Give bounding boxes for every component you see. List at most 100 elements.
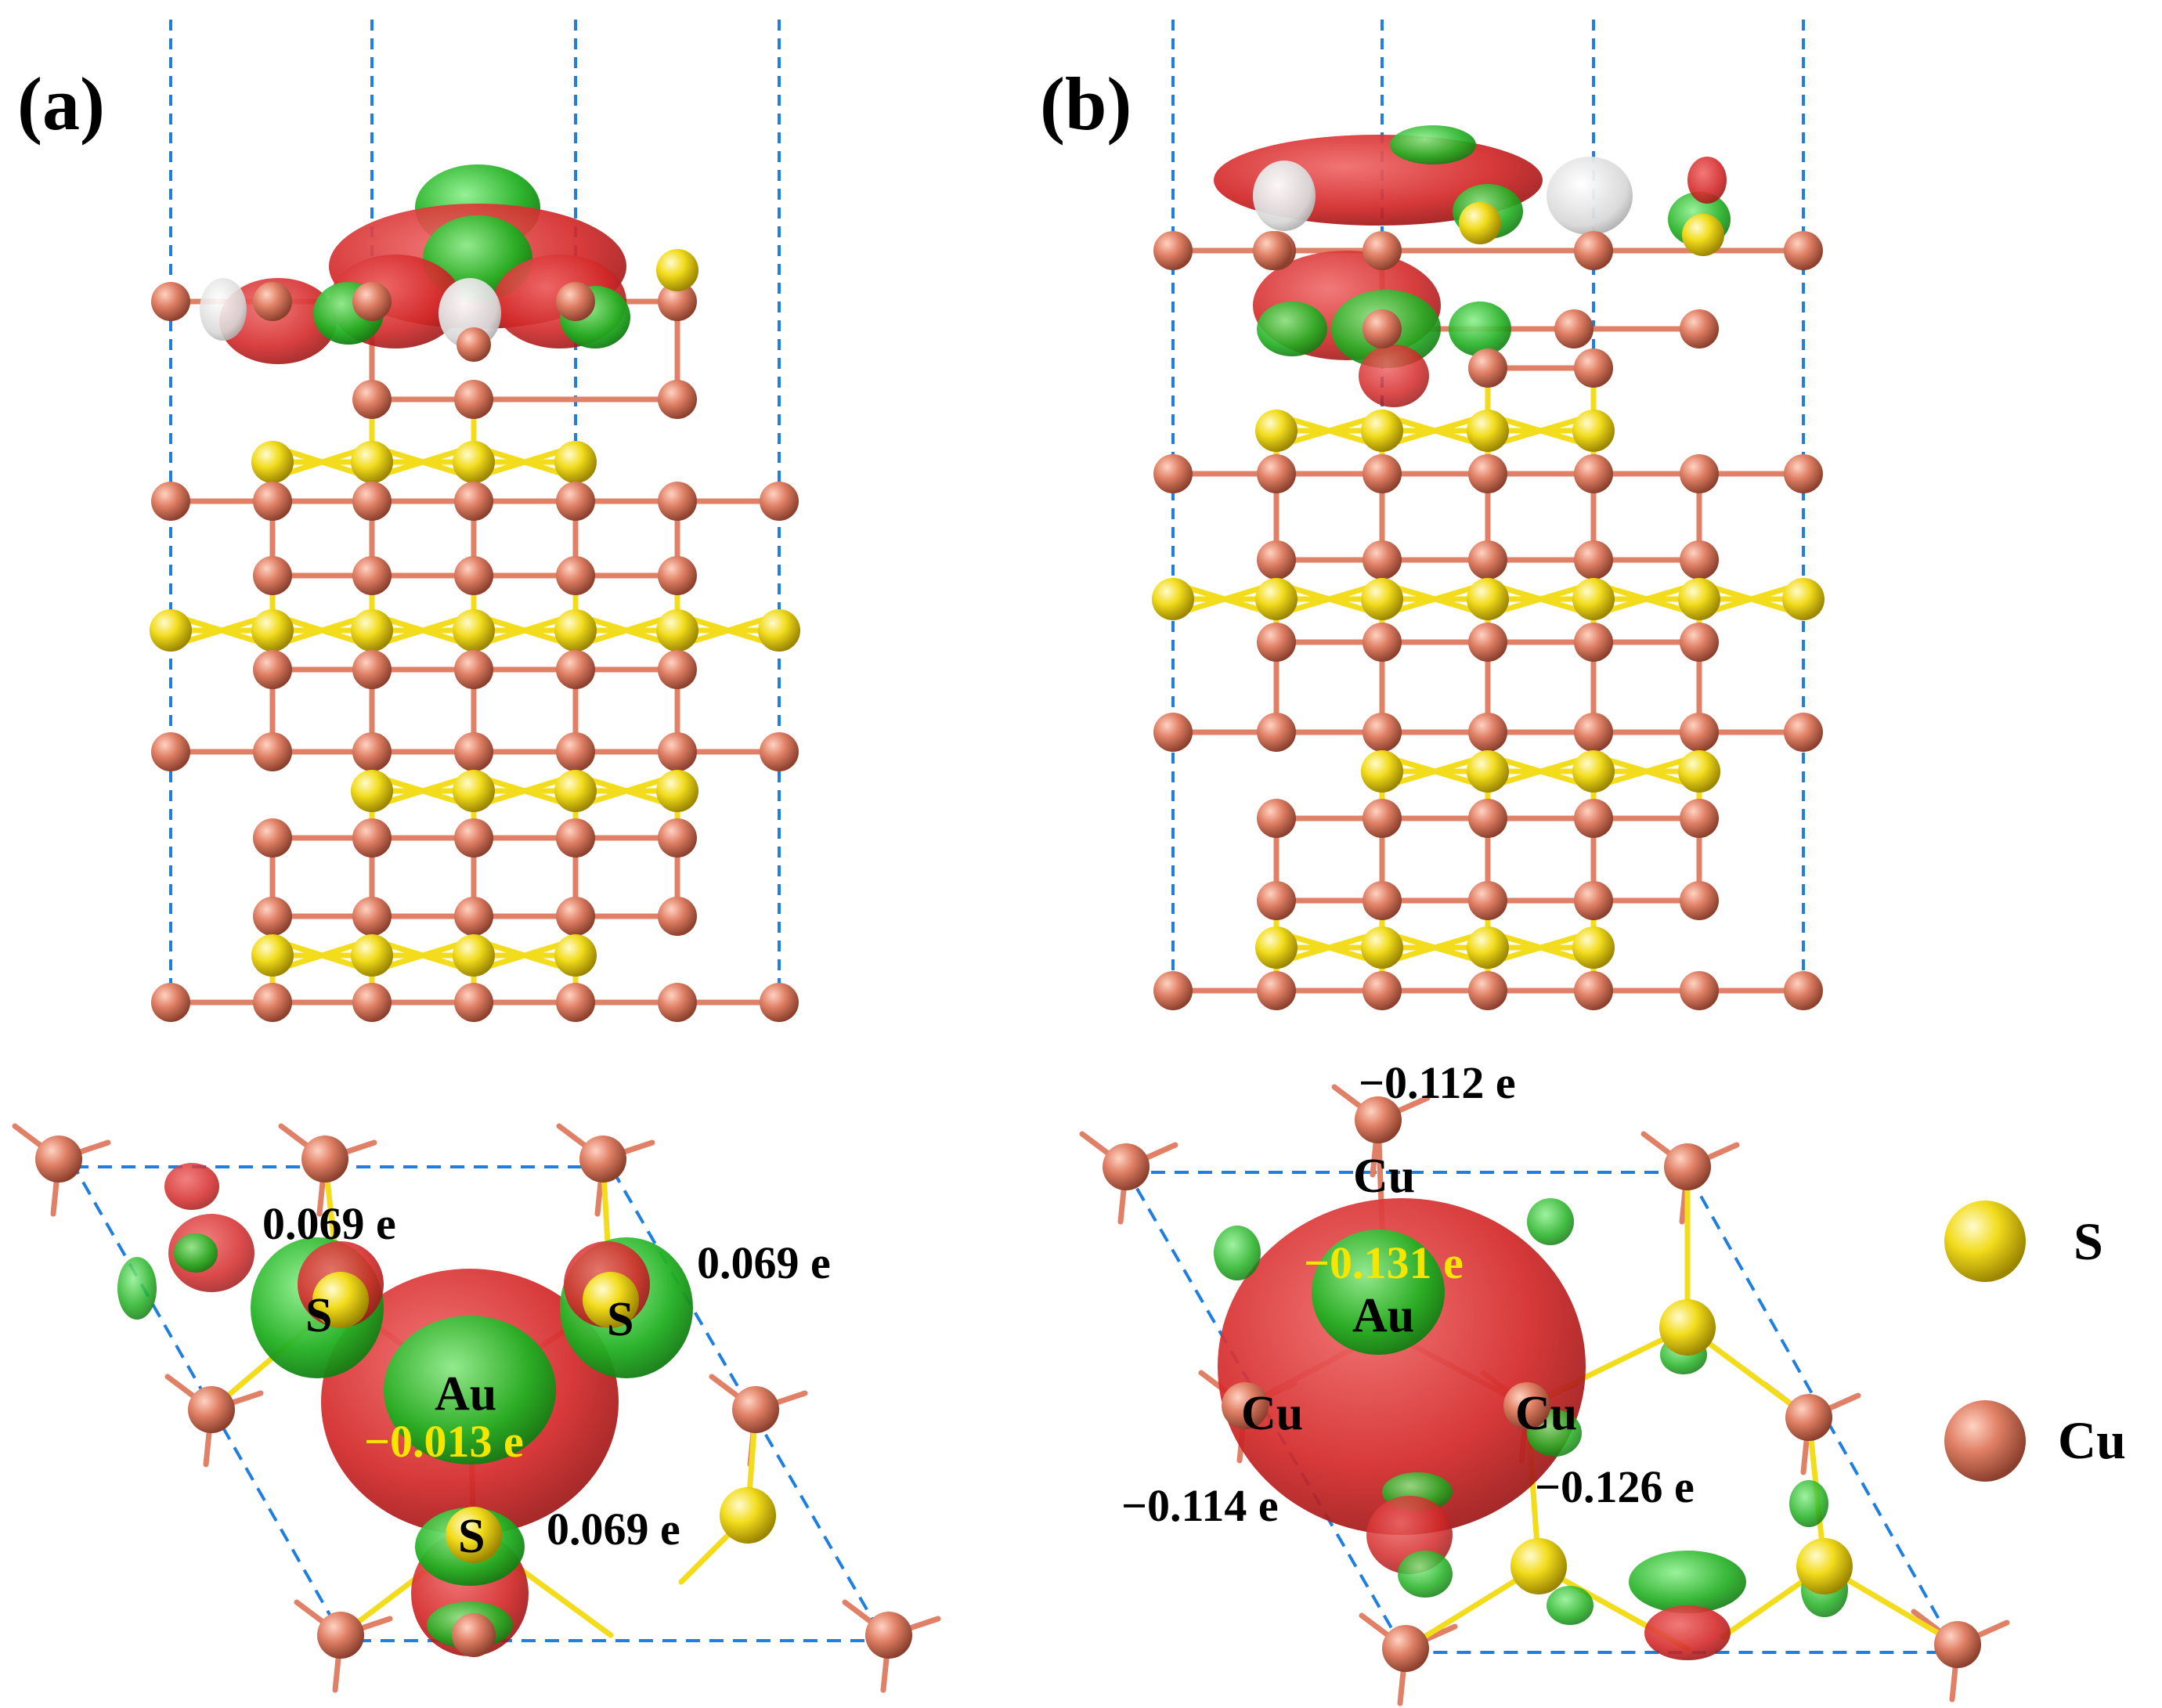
cu-atom — [1257, 623, 1296, 662]
s-atom — [1467, 410, 1509, 452]
cu-atom — [1363, 309, 1402, 348]
cu-atom — [454, 380, 493, 419]
cu-atom — [658, 818, 697, 858]
cu-atom — [1784, 231, 1823, 270]
panel-a-top-atoms — [35, 1136, 912, 1659]
cu-atom — [454, 983, 493, 1022]
cu-atom — [760, 983, 799, 1022]
cu-atom — [1574, 881, 1613, 920]
cu-atom — [1363, 971, 1402, 1010]
cu-atom — [151, 282, 190, 321]
cu-atom — [301, 1136, 348, 1183]
s-atom — [1467, 578, 1509, 620]
s-atom — [1678, 578, 1720, 620]
s-atom — [1572, 410, 1615, 452]
panel-b-side-view: (b) — [1040, 20, 1825, 1010]
legend-cu-label: Cu — [2058, 1410, 2126, 1470]
cu-atom — [556, 282, 595, 321]
cu-atom — [1680, 799, 1719, 838]
cu-atom — [556, 818, 595, 858]
cu-atom — [658, 732, 697, 771]
cu-atom — [253, 897, 292, 936]
cu-atom — [1574, 971, 1613, 1010]
cu-atom — [556, 983, 595, 1022]
cu-atom — [658, 482, 697, 521]
cu-atom — [1257, 971, 1296, 1010]
cu-atom — [352, 282, 392, 321]
s-atom — [1678, 750, 1720, 793]
s-atom — [656, 770, 698, 812]
cu-atom — [658, 897, 697, 936]
s-atom — [720, 1487, 776, 1544]
s-atom — [758, 609, 800, 652]
cu-atom — [1574, 623, 1613, 662]
s-atom — [554, 934, 597, 977]
cu-atom — [317, 1612, 364, 1659]
s-atom — [1152, 578, 1194, 620]
cu-atom — [556, 650, 595, 689]
cu-atom — [1680, 454, 1719, 493]
cu-atom — [1363, 454, 1402, 493]
cu-atom — [253, 732, 292, 771]
cu-atom — [1257, 881, 1296, 920]
panel-a-charge-density-isosurface — [200, 164, 630, 364]
cu-atom — [352, 650, 392, 689]
cu-atom — [352, 380, 392, 419]
cu-atom — [454, 482, 493, 521]
s-atom — [554, 609, 597, 652]
cu-atom — [1785, 1394, 1832, 1441]
cu-atom — [454, 897, 493, 936]
cu-atom — [253, 282, 292, 321]
s-atom — [1459, 202, 1501, 244]
panel-b-atom-spheres — [1152, 202, 1825, 1010]
s-atom — [554, 770, 597, 812]
s-atom — [351, 441, 393, 483]
cu-atom — [579, 1136, 626, 1183]
cu-atom — [1257, 454, 1296, 493]
cu-atom — [1574, 454, 1613, 493]
s-atom — [251, 609, 294, 652]
cu-atom — [253, 818, 292, 858]
cu-atom — [35, 1136, 82, 1183]
cu-atom — [1680, 713, 1719, 752]
s-atom — [312, 1272, 369, 1328]
s-atom — [1361, 578, 1403, 620]
cu-atom — [1574, 799, 1613, 838]
s-atom — [1659, 1299, 1716, 1356]
legend: S Cu — [1944, 1201, 2126, 1482]
panel-a-charge-s-bottom: 0.069 e — [547, 1504, 680, 1555]
cu-atom — [1680, 309, 1719, 348]
panel-b-atom-label-cu-right: Cu — [1515, 1387, 1577, 1440]
cu-atom — [760, 482, 799, 521]
s-atom — [1361, 750, 1403, 793]
panel-b-charge-cu-right: −0.126 e — [1535, 1461, 1695, 1512]
cu-atom — [253, 556, 292, 595]
cu-atom — [1680, 881, 1719, 920]
cu-atom — [658, 556, 697, 595]
panel-b-atom-label-cu-top: Cu — [1353, 1150, 1415, 1203]
cu-atom — [1468, 540, 1507, 580]
cu-atom — [1468, 799, 1507, 838]
cu-atom — [1934, 1621, 1981, 1668]
cu-atom — [1554, 309, 1594, 348]
cu-atom — [1363, 713, 1402, 752]
cu-atom — [1468, 454, 1507, 493]
cu-atom — [352, 897, 392, 936]
cu-atom — [188, 1386, 235, 1433]
s-atom — [583, 1272, 639, 1328]
cu-atom — [1222, 1382, 1269, 1429]
s-atom — [1361, 410, 1403, 452]
cu-atom — [1363, 623, 1402, 662]
panel-a-top-view: Au −0.013 e S S S 0.069 e 0.069 e 0.069 … — [12, 1123, 941, 1693]
cu-atom — [1574, 231, 1613, 270]
cu-atom — [1503, 1382, 1550, 1429]
cu-atom — [1153, 971, 1193, 1010]
cu-atom — [1468, 971, 1507, 1010]
legend-cu-swatch — [1944, 1400, 2026, 1482]
cu-atom — [1468, 713, 1507, 752]
s-atom — [446, 1507, 502, 1563]
s-atom — [1682, 214, 1724, 256]
cu-atom — [454, 818, 493, 858]
cu-atom — [732, 1386, 779, 1433]
cu-atom — [1257, 540, 1296, 580]
